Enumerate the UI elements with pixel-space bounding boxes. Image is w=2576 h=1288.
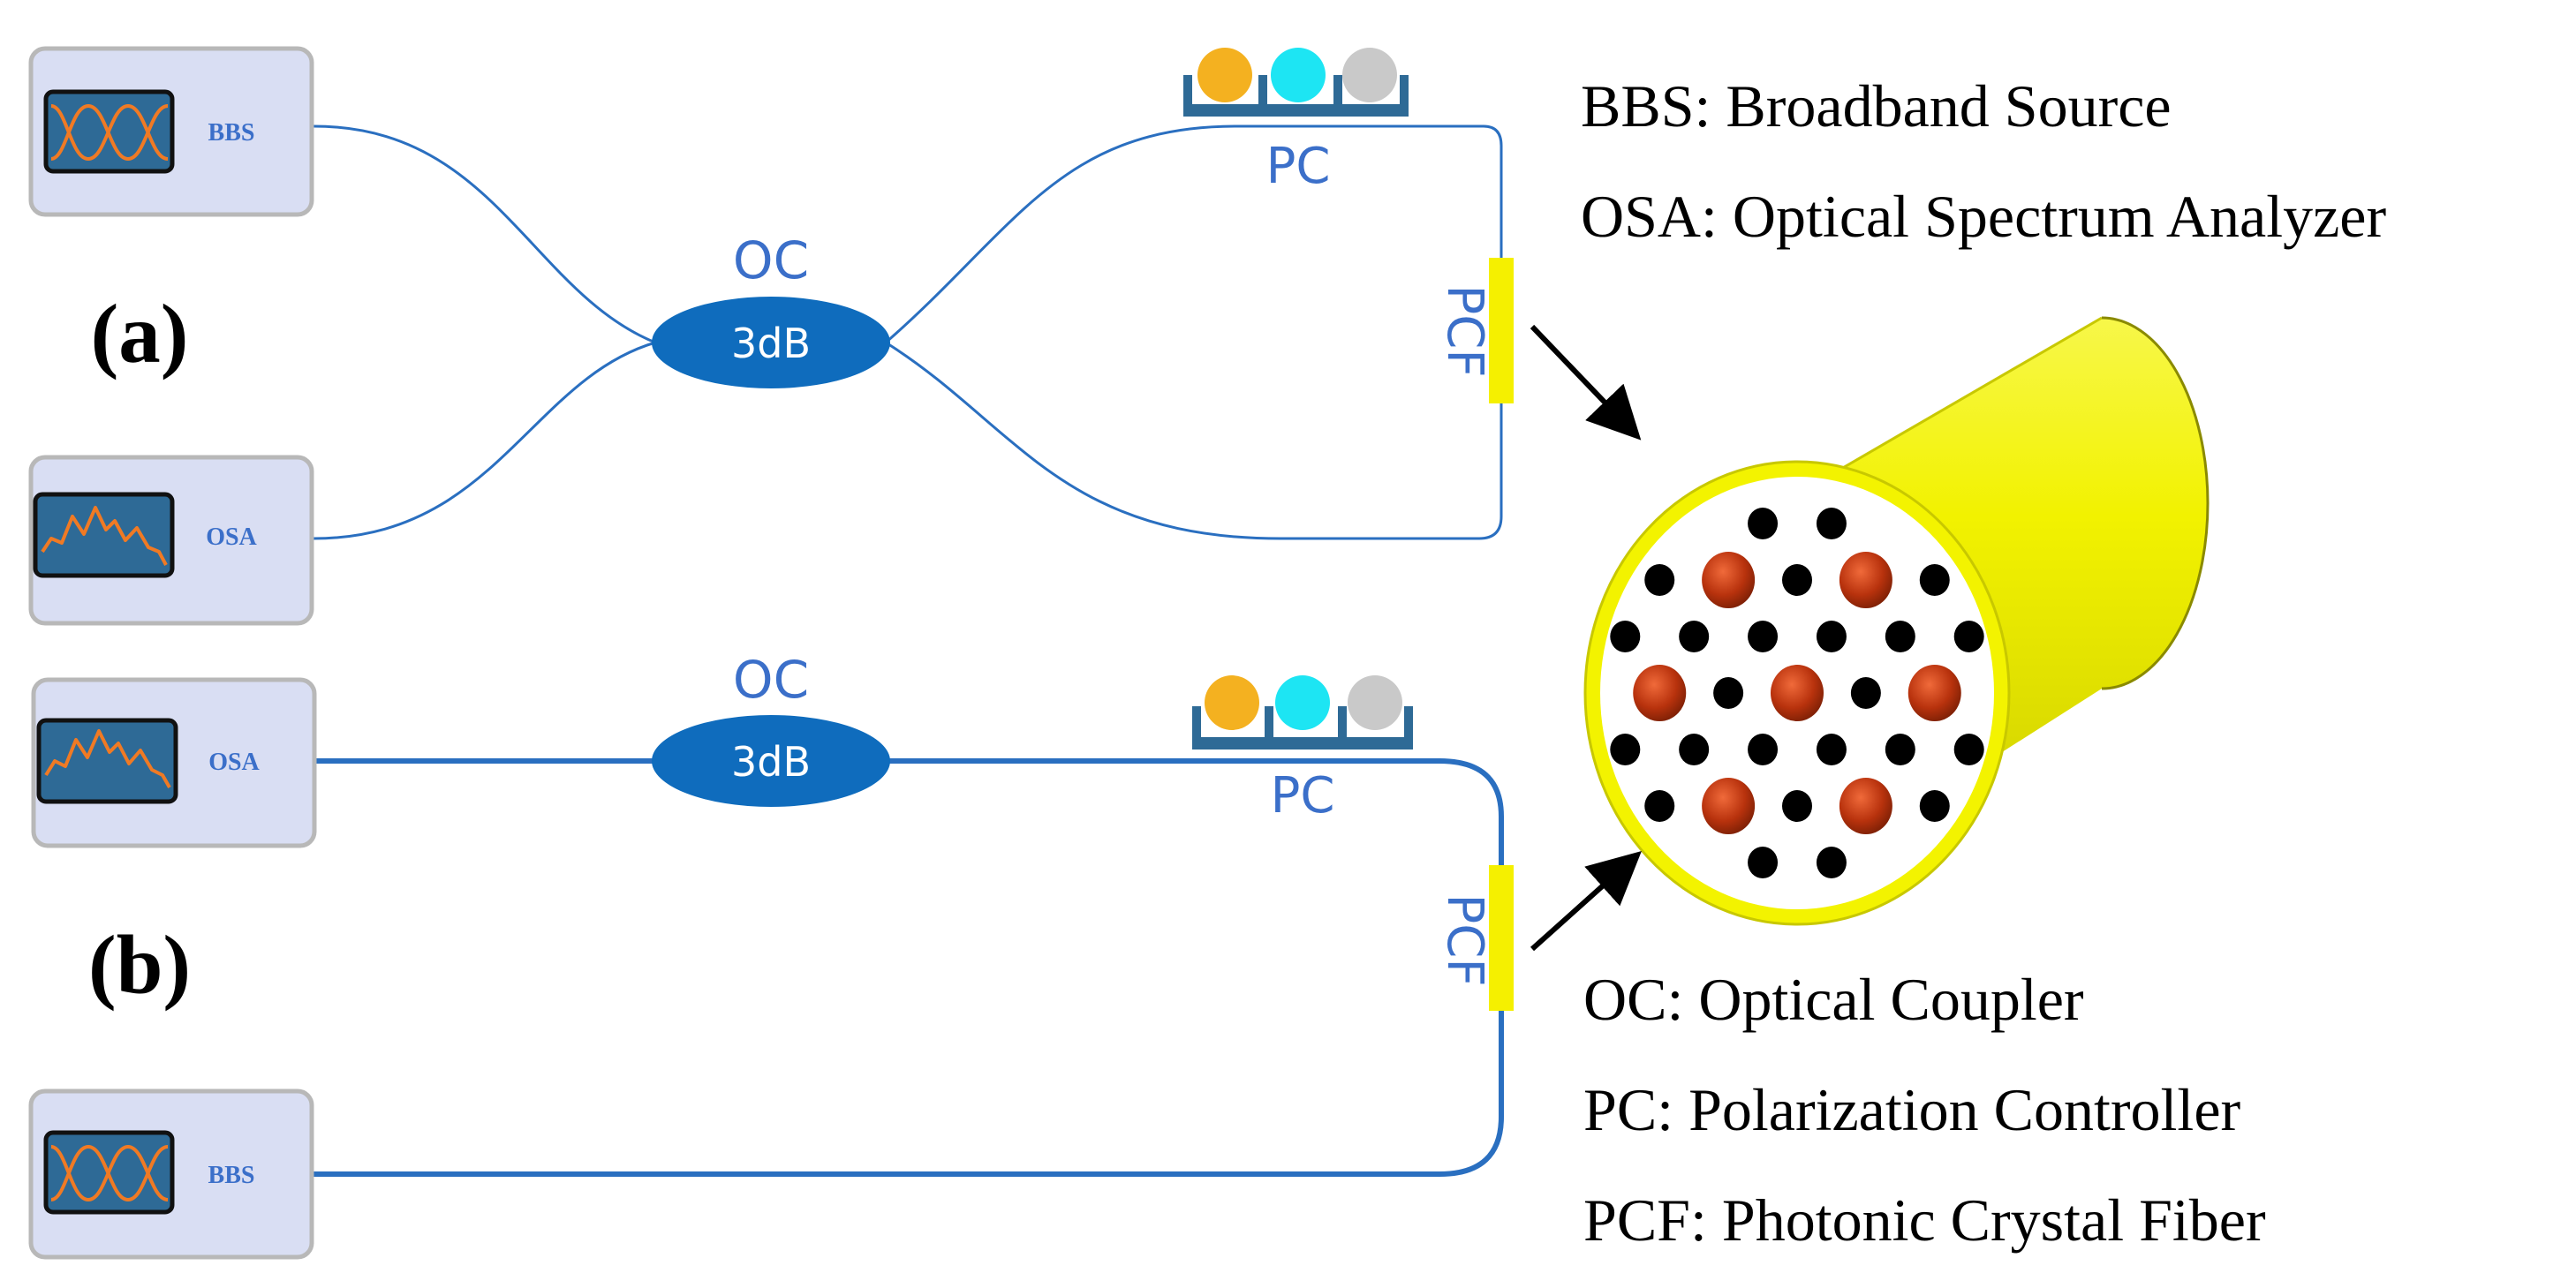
- air-hole: [1610, 621, 1641, 652]
- legend-top: BBS: Broadband Source OSA: Optical Spect…: [1581, 72, 2386, 250]
- air-hole: [1644, 790, 1675, 822]
- air-hole: [1610, 734, 1641, 765]
- coupler-ratio-a: 3dB: [731, 320, 811, 367]
- setup-b: OSA BBS OC 3dB: [28, 650, 1514, 1260]
- bbs-label-b: BBS: [208, 1162, 255, 1189]
- air-hole: [1679, 734, 1710, 765]
- doped-core: [1839, 552, 1892, 608]
- fiber-osa-to-coupler: [313, 341, 656, 540]
- pcf-section-a: PCF: [1436, 258, 1514, 403]
- legend-bottom: OC: Optical Coupler PC: Polarization Con…: [1583, 966, 2266, 1254]
- pc-label-a: PC: [1266, 138, 1331, 195]
- legend-item-pcf: PCF: Photonic Crystal Fiber: [1583, 1186, 2266, 1254]
- coupler-name-b: OC: [733, 650, 809, 710]
- air-hole: [1644, 564, 1675, 596]
- spectrum-monitor-icon: [43, 1130, 175, 1215]
- pcf-section-b: PCF: [1436, 865, 1514, 1011]
- air-hole: [1919, 790, 1950, 822]
- air-hole: [1953, 621, 1984, 652]
- spectrum-monitor-icon: [33, 492, 175, 578]
- fiber-coupler-to-pcf-b: [314, 758, 1504, 1177]
- air-hole: [1816, 508, 1847, 539]
- legend-item-pc: PC: Polarization Controller: [1583, 1076, 2241, 1143]
- spectrum-monitor-icon: [36, 718, 178, 804]
- air-hole: [1816, 621, 1847, 652]
- osa-label-a: OSA: [206, 523, 257, 551]
- legend-item-oc: OC: Optical Coupler: [1583, 966, 2084, 1033]
- doped-core: [1771, 665, 1824, 721]
- setup-a-fibers: [313, 124, 1503, 540]
- air-hole: [1782, 790, 1812, 822]
- air-hole: [1748, 621, 1779, 652]
- air-hole: [1782, 564, 1812, 596]
- doped-core: [1839, 778, 1892, 834]
- doped-core: [1907, 665, 1961, 721]
- spectrum-monitor-icon: [43, 89, 175, 174]
- polarization-controller-a: PC: [1183, 48, 1409, 195]
- fiber-coupler-to-pc: [885, 124, 1503, 540]
- osa-label-b: OSA: [208, 749, 260, 776]
- arrow-icon: [1530, 324, 1642, 441]
- optical-coupler-b: OC 3dB: [652, 650, 890, 807]
- polarization-paddle-icon: [1183, 48, 1409, 117]
- pcf-label-a: PCF: [1436, 284, 1493, 377]
- air-hole: [1953, 734, 1984, 765]
- air-hole: [1748, 847, 1779, 878]
- bbs-device-a: BBS: [28, 46, 314, 217]
- setup-b-fibers: [314, 758, 1504, 1177]
- doped-core: [1702, 552, 1756, 608]
- pc-label-b: PC: [1271, 767, 1335, 825]
- legend-item-bbs: BBS: Broadband Source: [1581, 72, 2172, 139]
- bbs-device-b: BBS: [28, 1088, 314, 1260]
- air-hole: [1885, 621, 1915, 652]
- bbs-label-a: BBS: [208, 119, 255, 147]
- air-hole: [1679, 621, 1710, 652]
- pcf-label-b: PCF: [1436, 893, 1493, 986]
- air-hole: [1816, 734, 1847, 765]
- air-hole: [1748, 508, 1779, 539]
- doped-core: [1702, 778, 1756, 834]
- optical-coupler-a: OC 3dB: [652, 230, 890, 388]
- air-hole: [1885, 734, 1915, 765]
- air-hole: [1850, 677, 1881, 709]
- setup-b-label: (b): [88, 918, 191, 1012]
- setup-a: BBS OSA OC 3dB: [28, 46, 1514, 626]
- osa-device-a: OSA: [28, 455, 314, 626]
- legend-item-osa: OSA: Optical Spectrum Analyzer: [1581, 183, 2386, 250]
- coupler-ratio-b: 3dB: [731, 738, 811, 786]
- coupler-name-a: OC: [733, 230, 809, 290]
- doped-core: [1633, 665, 1687, 721]
- setup-a-label: (a): [91, 287, 189, 380]
- photonic-crystal-fiber-icon: [1583, 316, 2210, 926]
- osa-device-b: OSA: [31, 677, 317, 848]
- air-hole: [1816, 847, 1847, 878]
- fiber-cross-section: [1610, 508, 1984, 878]
- polarization-paddle-icon: [1192, 675, 1413, 749]
- air-hole: [1919, 564, 1950, 596]
- polarization-controller-b: PC: [1192, 675, 1413, 825]
- fiber-bbs-to-coupler: [313, 124, 656, 344]
- air-hole: [1748, 734, 1779, 765]
- arrow-icon: [1530, 850, 1642, 952]
- air-hole: [1713, 677, 1744, 709]
